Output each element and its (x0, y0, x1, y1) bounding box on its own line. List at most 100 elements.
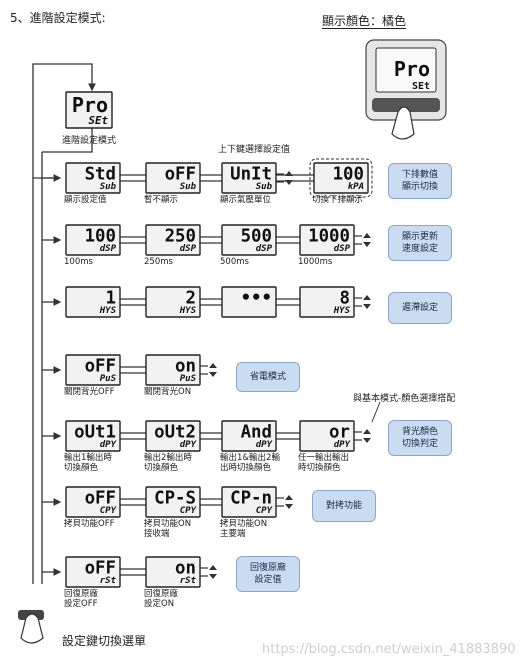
lcd-main-text: on (175, 559, 196, 579)
lcd-main-text: Pro (72, 93, 108, 117)
pro-set-label: 進階設定模式 (62, 136, 117, 146)
info-box-line: 回復原廠 (249, 563, 286, 573)
updown-arrows-r4 (354, 429, 371, 443)
info-box: 遲滯設定 (388, 292, 452, 324)
lcd-sub-text: dPY (100, 440, 117, 450)
lcd-main-text: 250 (165, 227, 196, 247)
panel-label-r1-c3: 1000ms (298, 257, 333, 267)
page-title: 5、進階設定模式: (10, 11, 106, 25)
lcd-main-text: oFF (165, 165, 196, 185)
info-box-line: 省電模式 (249, 372, 286, 382)
updown-arrows-r6 (200, 565, 217, 579)
lcd-main-text: 100 (85, 227, 116, 247)
lcd-sub-text: Sub (180, 182, 197, 192)
panel-label-r0-c3: 切換下排顯示 (312, 195, 364, 205)
lcd-main-text: 1000 (308, 227, 350, 247)
connector-lines (32, 63, 381, 584)
lcd-sub-text: dSP (256, 244, 273, 254)
panel-label-r5-c0: 拷貝功能OFF (64, 519, 115, 529)
lcd-main-text: UnIt (230, 165, 272, 185)
lcd-sub-text: Sub (256, 182, 273, 192)
lcd-main-text: oUt2 (154, 423, 196, 443)
panel-label-r3-c1: 關閉背光ON (144, 387, 192, 397)
panel-label-r3-c0: 關閉背光OFF (64, 387, 115, 397)
lcd-sub-text: PuS (100, 374, 117, 384)
updown-arrows-r1 (354, 233, 371, 247)
panel-label-r4-c2: 輸出1&輸出2輸出時切換顏色 (220, 453, 280, 473)
panel-label-r6-c0: 回復原廠設定OFF (64, 589, 99, 609)
footer-label: 設定鍵切換選單 (62, 634, 147, 648)
info-box: 對拷功能 (312, 490, 376, 522)
lcd-main-text: oFF (85, 357, 116, 377)
info-box: 回復原廠設定值 (236, 556, 300, 592)
lcd-sub-text: HYS (179, 306, 197, 316)
lcd-sub-text: PuS (180, 374, 197, 384)
panel-r2-c2: ••• (221, 286, 277, 318)
lcd-sub-text: CPY (100, 506, 117, 516)
lcd-sub-text: dSP (100, 244, 117, 254)
lcd-main-text: 8 (340, 289, 350, 309)
lcd-sub-text: CPY (180, 506, 197, 516)
lcd-sub-text: rSt (180, 576, 197, 586)
panel-label-r0-c2: 顯示氣壓單位 (220, 195, 272, 205)
lcd-sub-text: CPY (256, 506, 273, 516)
info-box-line: 背光顏色 (401, 427, 438, 437)
info-box: 省電模式 (236, 362, 300, 392)
panel-label-r0-c1: 暫不顯示 (144, 195, 179, 205)
lcd-sub-text: dPY (256, 440, 273, 450)
panel-label-r1-c2: 500ms (220, 257, 249, 267)
updown-arrows-r5 (276, 495, 293, 509)
lcd-main-text: 500 (241, 227, 272, 247)
panel-label-r4-c1: 輸出2輸出時切換顏色 (144, 453, 192, 473)
panel-label-r1-c1: 250ms (144, 257, 173, 267)
lcd-main-text: 2 (186, 289, 196, 309)
panel-label-r1-c0: 100ms (64, 257, 93, 267)
lcd-sub-text: dPY (180, 440, 197, 450)
panel-label-r6-c1: 回復原廠設定ON (144, 589, 179, 609)
updown-arrows-r0 (276, 171, 293, 185)
updown-arrows-r3 (200, 363, 217, 377)
lcd-main-text: oFF (85, 489, 116, 509)
display-color-label: 顯示顏色：橘色 (322, 14, 407, 28)
info-box-line: 遲滯設定 (401, 303, 438, 313)
lcd-main-text: 100 (333, 165, 364, 185)
lcd-main-text: CP-S (154, 489, 196, 509)
watermark: https://blog.csdn.net/weixin_41883890 (262, 642, 516, 657)
updown-note: 上下鍵選擇設定值 (218, 145, 291, 155)
info-box: 下排數值顯示切換 (388, 163, 452, 199)
panel-label-r4-c3: 任一輸出輸出時切換顏色 (298, 453, 350, 473)
lcd-sub-text: HYS (99, 306, 117, 316)
info-box: 顯示更新速度設定 (388, 225, 452, 261)
lcd-sub-text: dSP (334, 244, 351, 254)
info-box-line: 設定值 (254, 575, 282, 585)
lcd-sub-text: HYS (333, 306, 351, 316)
info-box-line: 下排數值 (401, 170, 438, 180)
lcd-main-text: And (241, 423, 272, 443)
info-box-line: 速度設定 (401, 244, 438, 254)
info-box-line: 顯示切換 (401, 182, 438, 192)
lcd-sub-text: kPA (348, 182, 364, 192)
